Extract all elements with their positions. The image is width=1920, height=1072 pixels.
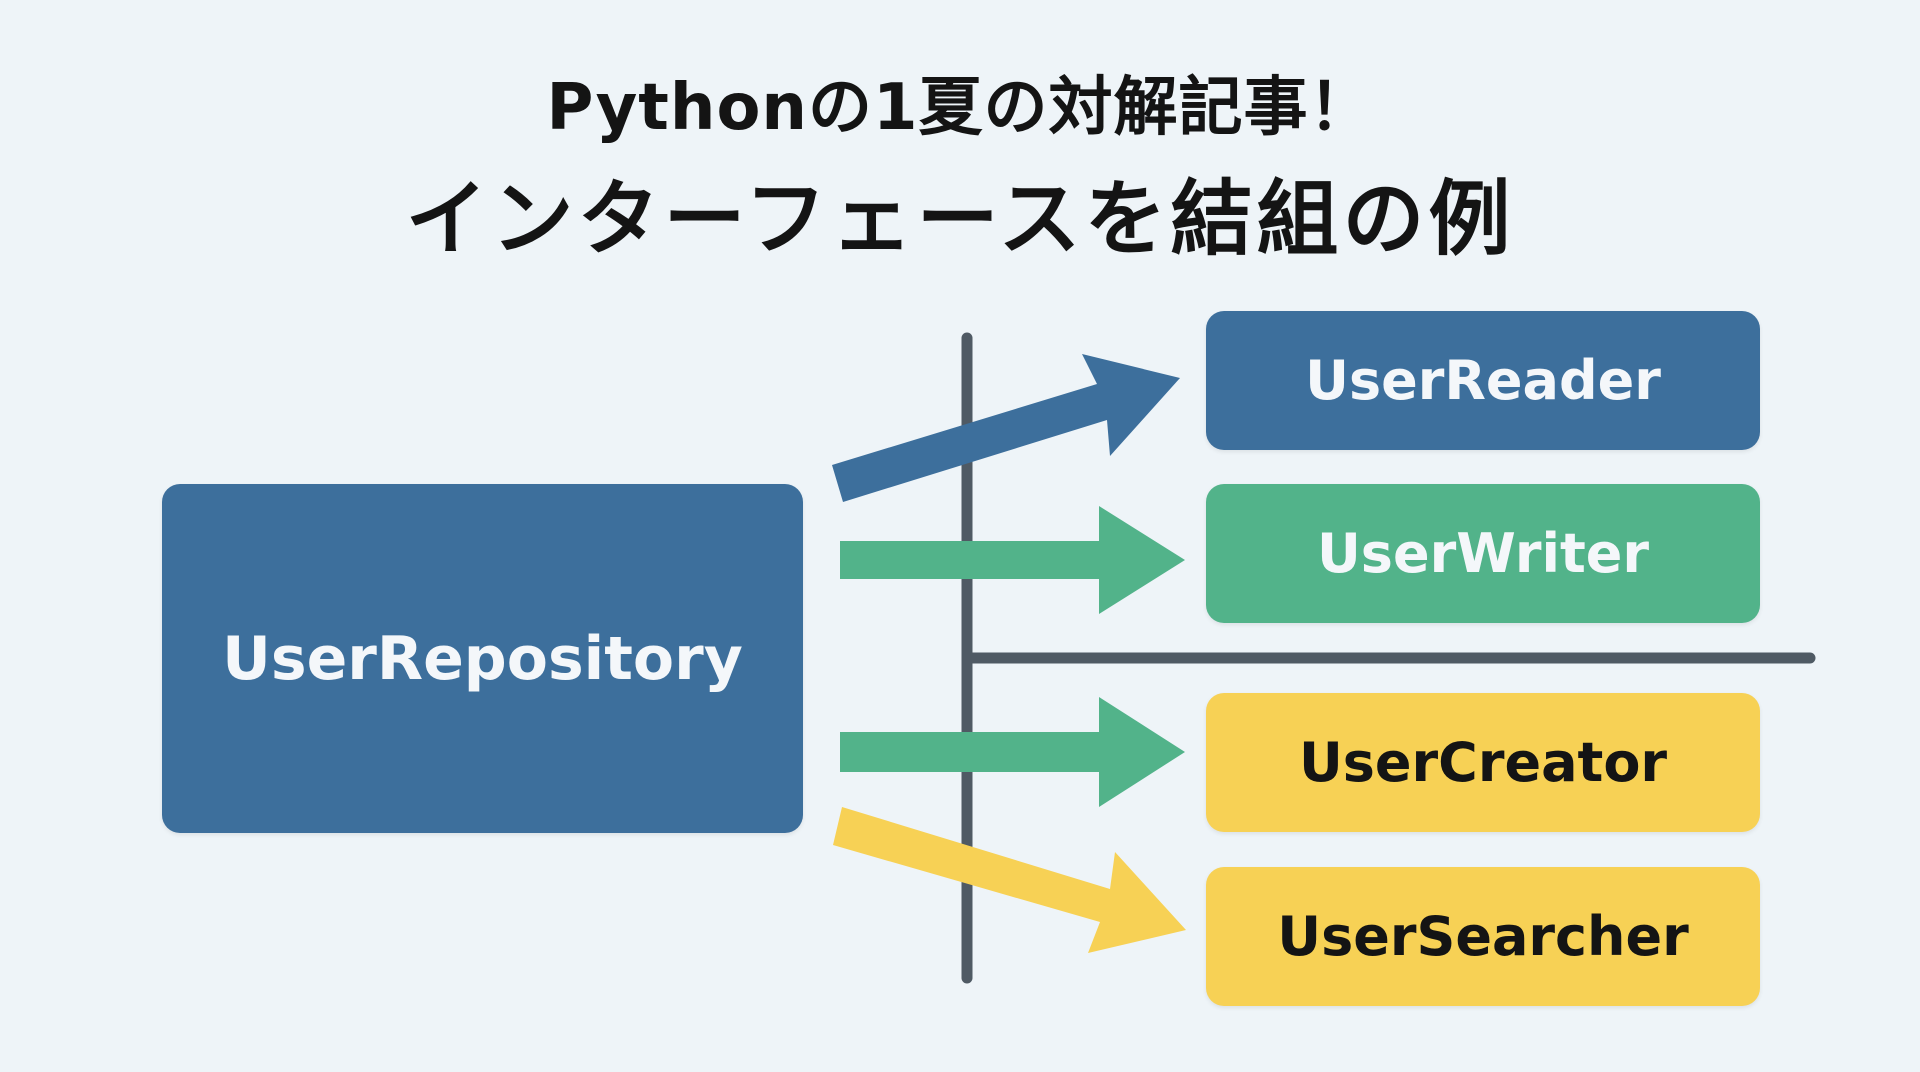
- arrow-to-user-writer: [840, 506, 1185, 614]
- user-searcher-label: UserSearcher: [1277, 905, 1689, 968]
- user-reader-label: UserReader: [1305, 349, 1661, 412]
- user-writer-label: UserWriter: [1316, 522, 1650, 585]
- arrow-to-user-searcher: [833, 807, 1186, 953]
- arrow-to-user-reader: [832, 354, 1180, 502]
- user-repository-box: UserRepository: [162, 484, 803, 833]
- arrow-to-user-creator: [840, 697, 1185, 807]
- user-writer-box: UserWriter: [1206, 484, 1760, 623]
- user-searcher-box: UserSearcher: [1206, 867, 1760, 1006]
- title-line-1: Pythonの1夏の対解記事！: [546, 71, 1374, 145]
- user-repository-label: UserRepository: [222, 623, 743, 694]
- user-creator-box: UserCreator: [1206, 693, 1760, 832]
- title-line-2: インターフェースを結組の例: [405, 172, 1515, 267]
- user-reader-box: UserReader: [1206, 311, 1760, 450]
- user-creator-label: UserCreator: [1298, 731, 1668, 794]
